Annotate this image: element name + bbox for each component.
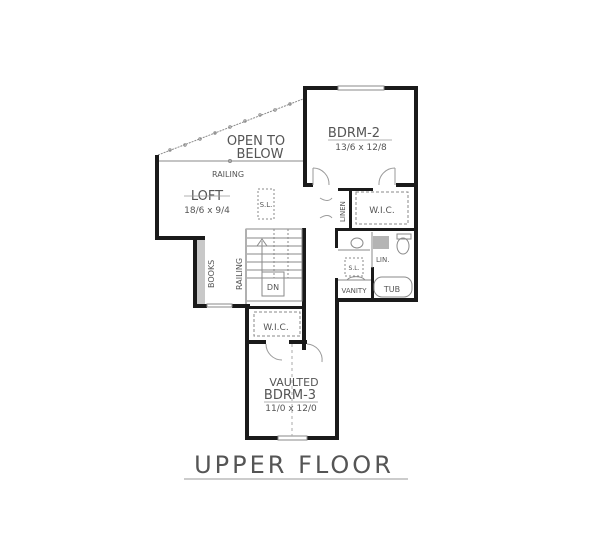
wic-bdrm2-label: W.I.C. bbox=[369, 206, 394, 216]
bdrm2-dims: 13/6 x 12/8 bbox=[335, 143, 387, 153]
railing-stair-label: RAILING bbox=[235, 258, 244, 290]
bdrm3-prefix: VAULTED bbox=[269, 376, 318, 389]
bath-skylight-label: S.L. bbox=[349, 265, 360, 272]
walls bbox=[155, 86, 418, 440]
doors bbox=[265, 167, 396, 363]
railing-label: RAILING bbox=[212, 170, 244, 179]
open-to-below-label: OPEN TO bbox=[227, 134, 285, 149]
bdrm2-name: BDRM-2 bbox=[328, 126, 380, 141]
skylight-loft bbox=[257, 188, 275, 220]
stair-dn-label: DN bbox=[267, 283, 279, 292]
bdrm3-dims: 11/0 x 12/0 bbox=[265, 404, 317, 414]
wic-bdrm3-label: W.I.C. bbox=[263, 323, 288, 333]
open-to-below-railing bbox=[157, 98, 304, 163]
tub-label: TUB bbox=[383, 285, 400, 294]
bdrm3-name: BDRM-3 bbox=[264, 388, 316, 403]
books-label: BOOKS bbox=[207, 260, 216, 288]
loft-name: LOFT bbox=[191, 189, 223, 204]
bath-fixtures bbox=[338, 232, 413, 298]
books-shelf bbox=[197, 240, 205, 304]
open-to-below-label-2: BELOW bbox=[237, 147, 284, 162]
linen-label: LINEN bbox=[339, 201, 347, 222]
plan-title: UPPER FLOOR bbox=[194, 451, 394, 479]
skylight-label: S.L. bbox=[260, 201, 273, 209]
lin-label: LIN. bbox=[376, 256, 389, 264]
loft-dims: 18/6 x 9/4 bbox=[184, 206, 230, 216]
labels: OPEN TO BELOW RAILING LOFT 18/6 x 9/4 S.… bbox=[184, 126, 400, 479]
vanity-label: VANITY bbox=[342, 287, 368, 295]
